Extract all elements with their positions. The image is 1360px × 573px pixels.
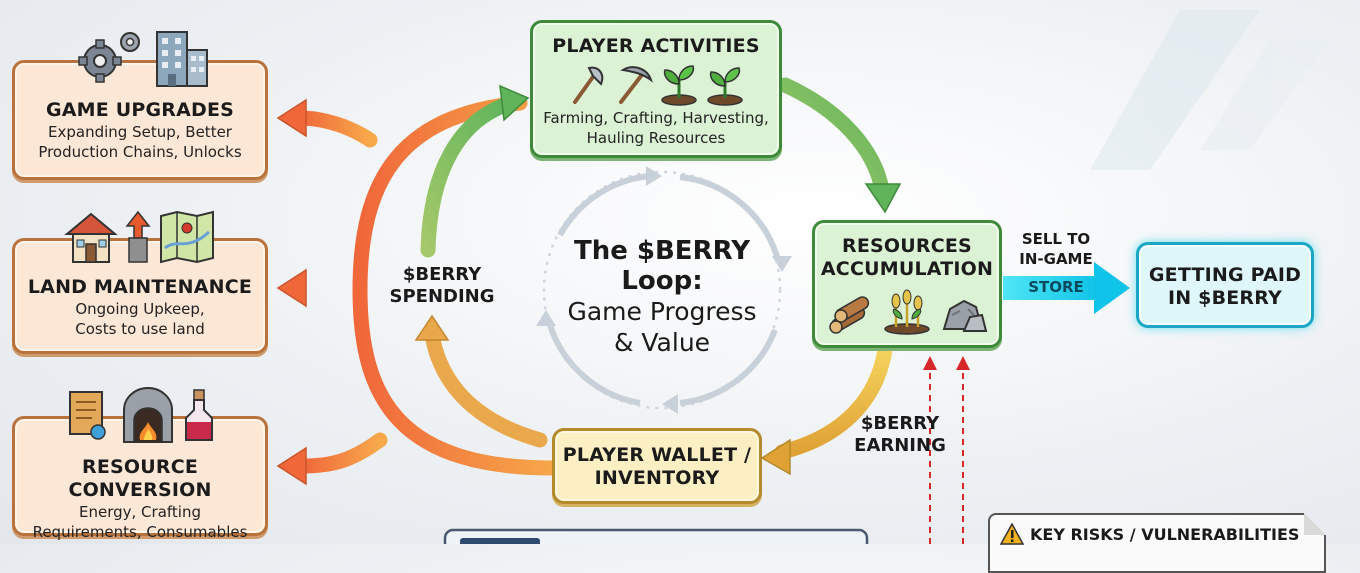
dashed-risk-lines <box>929 368 964 544</box>
building-icon <box>151 28 211 88</box>
desc-line-1: Expanding Setup, Better <box>48 123 232 141</box>
land-maintenance-icons <box>60 208 220 264</box>
desc-line-2: Hauling Resources <box>586 129 726 147</box>
getting-paid-node: GETTING PAID IN $BERRY <box>1136 242 1314 328</box>
player-activities-node: PLAYER ACTIVITIES <box>530 20 782 158</box>
pickaxe-icon <box>613 62 653 106</box>
arrow-to-land-maintenance <box>276 268 307 308</box>
spending-green-arc <box>420 96 516 258</box>
earning-label: $BERRY EARNING <box>850 413 950 457</box>
arrow-to-game-upgrades <box>276 98 307 138</box>
center-line-3: Game Progress <box>567 297 757 326</box>
resource-conversion-icons <box>60 386 220 444</box>
center-line-2: Loop: <box>621 266 703 296</box>
title: RESOURCE CONVERSION <box>68 456 212 501</box>
spending-line-1: $BERRY <box>402 264 482 285</box>
player-wallet-node: PLAYER WALLET / INVENTORY <box>552 428 762 504</box>
crops-icon <box>882 289 932 335</box>
map-icon <box>157 208 217 264</box>
resources-accumulation-icons <box>815 289 999 335</box>
desc-line-1: Energy, Crafting <box>79 503 201 521</box>
axe-icon <box>567 62 607 106</box>
spending-line-2: SPENDING <box>389 286 495 307</box>
desc-line-2: Requirements, Consumables <box>32 523 248 541</box>
game-upgrades-icons <box>68 28 218 88</box>
resources-accumulation-node: RESOURCES ACCUMULATION <box>812 220 1002 348</box>
spending-label: $BERRY SPENDING <box>380 264 504 308</box>
potion-icon <box>182 386 216 444</box>
stones-icon <box>938 289 988 335</box>
desc-line-1: Ongoing Upkeep, <box>75 300 205 318</box>
earning-line-2: EARNING <box>854 435 946 456</box>
wallet-to-spending-arc <box>424 327 548 448</box>
furnace-icon <box>120 386 176 444</box>
house-icon <box>63 208 119 264</box>
earning-line-1: $BERRY <box>860 413 940 434</box>
desc-line-1: Farming, Crafting, Harvesting, <box>543 109 769 127</box>
title: GAME UPGRADES <box>45 99 235 121</box>
land-maintenance-node: LAND MAINTENANCE Ongoing Upkeep, Costs t… <box>12 238 268 354</box>
sell-line-2: IN-GAME <box>1019 250 1093 268</box>
desc-line-2: Production Chains, Unlocks <box>38 143 242 161</box>
center-line-1: The $BERRY <box>573 236 751 266</box>
game-upgrades-node: GAME UPGRADES Expanding Setup, Better Pr… <box>12 60 268 180</box>
title-line-1: GETTING PAID <box>1148 264 1302 286</box>
bottom-panel <box>443 528 869 544</box>
warning-icon <box>1000 523 1024 545</box>
sell-label-store: STORE <box>1028 278 1084 296</box>
sprout-icon <box>659 62 699 106</box>
flow-arrows <box>276 10 1330 544</box>
key-risks-title: KEY RISKS / VULNERABILITIES <box>1030 524 1300 544</box>
desc-line-2: Costs to use land <box>75 320 205 338</box>
sell-line-1: SELL TO <box>1021 230 1091 248</box>
sprout-icon <box>705 62 745 106</box>
scroll-icon <box>64 386 114 444</box>
logs-icon <box>826 289 876 335</box>
player-activities-icons <box>533 62 779 106</box>
title-line-1: RESOURCES <box>842 235 972 257</box>
activities-to-resources-arc <box>777 77 890 198</box>
center-line-4: & Value <box>613 328 711 357</box>
key-risks-panel: KEY RISKS / VULNERABILITIES <box>988 513 1326 573</box>
arrow-to-resource-conversion <box>276 446 307 486</box>
center-title: The $BERRY Loop: Game Progress & Value <box>552 236 772 358</box>
title-line-2: IN $BERRY <box>1167 287 1283 309</box>
title: PLAYER ACTIVITIES <box>552 35 760 57</box>
title: LAND MAINTENANCE <box>27 276 253 298</box>
title-line-2: ACCUMULATION <box>820 258 994 280</box>
sell-label: SELL TO IN-GAME <box>1008 229 1104 269</box>
title-line-1: PLAYER WALLET / <box>562 444 752 466</box>
title-line-2: INVENTORY <box>594 467 720 489</box>
gears-icon <box>75 28 145 88</box>
upgrade-arrow-icon <box>125 208 151 264</box>
earning-arc <box>774 342 893 460</box>
sell-arrow <box>1003 262 1130 314</box>
top-cut-text: … … … <box>530 0 581 4</box>
center-loop <box>542 170 782 410</box>
